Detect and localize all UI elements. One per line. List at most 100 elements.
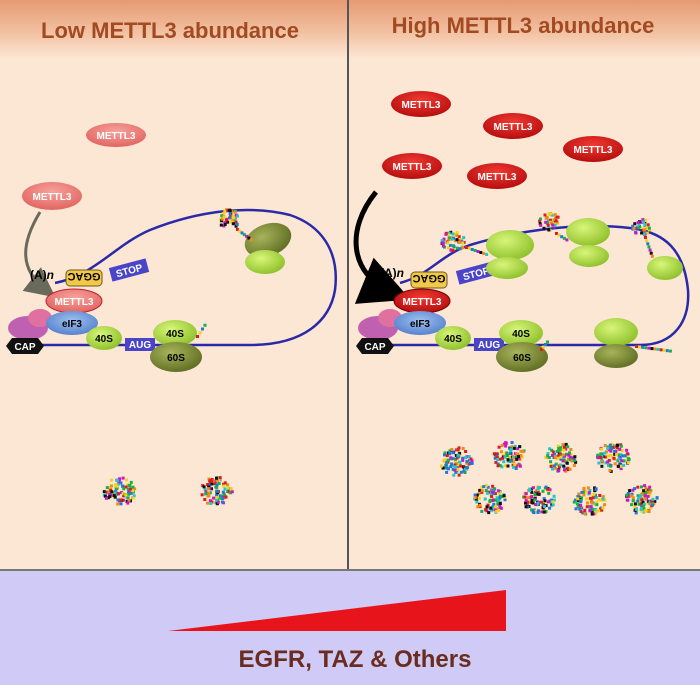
protein-bead (234, 224, 238, 228)
protein-bead (633, 222, 637, 226)
protein-bead (547, 212, 551, 216)
protein-bead (225, 218, 229, 222)
protein-bead (210, 479, 214, 483)
protein-bead (215, 483, 219, 487)
protein-bead (557, 449, 561, 453)
protein-bead (229, 214, 233, 218)
protein-bead (497, 499, 501, 503)
peptide-bead (544, 343, 547, 346)
protein-bead (489, 506, 493, 510)
peptide-bead (641, 345, 645, 349)
protein-bead (610, 446, 613, 450)
svg-text:METTL3: METTL3 (403, 297, 442, 308)
protein-bead (597, 461, 601, 465)
protein-bead (235, 222, 239, 226)
protein-bead (620, 449, 624, 453)
cap-right: CAP (356, 338, 394, 354)
peptide-bead (647, 245, 651, 249)
protein-bead (604, 461, 608, 465)
protein-bead (215, 486, 219, 490)
protein-bead (119, 481, 123, 485)
protein-bead (639, 494, 643, 498)
protein-bead (642, 507, 646, 511)
nascent-peptides-right (440, 212, 672, 353)
protein-bead (480, 485, 484, 489)
protein-bead (641, 500, 645, 504)
protein-bead (551, 223, 555, 227)
protein-bead (625, 448, 629, 452)
svg-text:METTL3: METTL3 (494, 122, 533, 133)
protein-bead (208, 491, 212, 495)
svg-text:METTL3: METTL3 (478, 172, 517, 183)
peptide-bead (482, 252, 486, 255)
mettl3-free-r4: METTL3 (382, 153, 442, 179)
protein-bead (542, 510, 546, 514)
protein-bead (121, 491, 125, 495)
protein-bead (217, 482, 221, 485)
protein-bead (455, 246, 459, 250)
protein-bead (637, 496, 641, 500)
protein-bead (636, 485, 640, 489)
protein-bead (204, 491, 208, 495)
protein-bead (478, 503, 482, 507)
left-panel (0, 0, 347, 570)
protein-bead (530, 495, 534, 499)
peptide-bead (546, 340, 549, 344)
protein-bead (585, 497, 589, 501)
protein-bead (495, 509, 499, 513)
protein-bead (622, 459, 626, 463)
protein-bead (628, 489, 632, 493)
protein-bead (559, 463, 563, 467)
protein-bead (648, 490, 652, 494)
protein-bead (540, 500, 544, 504)
protein-bead (646, 223, 650, 227)
protein-bead (596, 456, 600, 460)
protein-bead (530, 498, 534, 502)
protein-bead (648, 506, 652, 510)
protein-bead (511, 463, 515, 467)
protein-bead (129, 480, 133, 484)
protein-bead (451, 232, 455, 236)
protein-bead (122, 487, 126, 491)
peptide-bead (240, 231, 244, 235)
protein-bead (116, 492, 120, 496)
protein-bead (523, 495, 527, 499)
protein-bead (513, 444, 517, 448)
protein-bead (552, 218, 556, 222)
protein-bead (569, 448, 573, 451)
peptide-bead (540, 348, 543, 351)
right-panel (349, 0, 700, 570)
protein-bead (220, 217, 224, 221)
protein-bead (473, 496, 477, 500)
protein-bead (546, 223, 550, 227)
protein-bead (228, 216, 231, 220)
protein-bead (491, 484, 495, 488)
protein-bead (616, 443, 619, 447)
protein-bead (554, 462, 558, 466)
mettl3-bound-right: METTL3 (393, 288, 451, 314)
svg-text:METTL3: METTL3 (55, 297, 94, 308)
protein-bead (448, 243, 452, 247)
protein-bead (606, 460, 610, 464)
protein-bead (542, 497, 546, 501)
protein-bead (645, 231, 649, 235)
protein-bead (458, 451, 462, 455)
protein-bead (537, 492, 541, 496)
protein-bead (518, 445, 522, 449)
protein-bead (203, 498, 207, 501)
protein-bead (541, 506, 545, 510)
protein-bead (207, 485, 211, 489)
protein-bead (576, 497, 580, 501)
protein-bead (231, 222, 235, 226)
protein-bead (462, 469, 466, 473)
peptide-bead (196, 335, 199, 338)
protein-bead (643, 494, 647, 498)
protein-bead (568, 455, 572, 459)
protein-bead (206, 487, 210, 491)
protein-bead (639, 508, 643, 511)
peptide-bead (650, 347, 654, 351)
peptide-bead (648, 248, 652, 252)
protein-bead (557, 469, 561, 473)
protein-bead (222, 215, 226, 219)
protein-bead (232, 216, 235, 220)
